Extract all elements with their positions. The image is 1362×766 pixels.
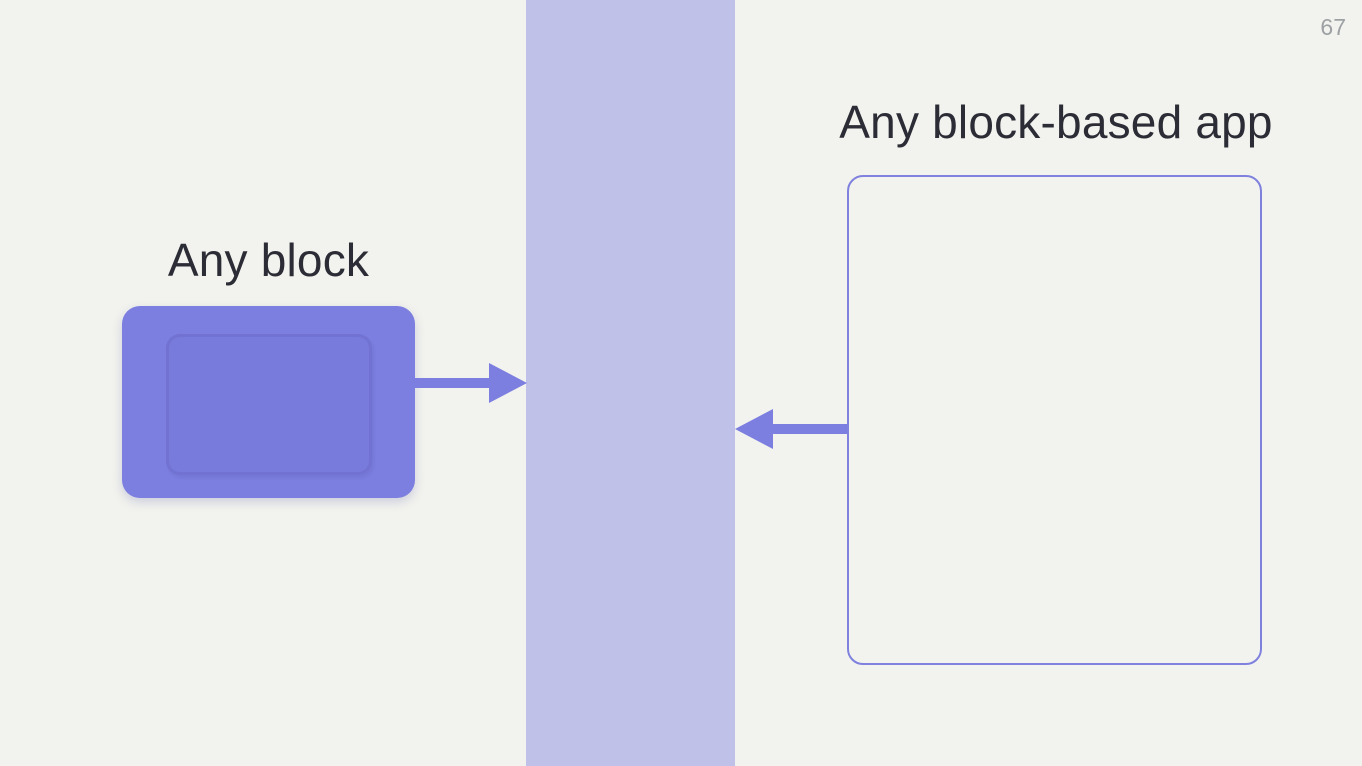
block-shape: [122, 306, 415, 498]
arrow-right-icon: [415, 363, 527, 403]
arrow-left-icon: [735, 409, 847, 449]
left-block-label: Any block: [167, 234, 370, 286]
block-inner-outline: [166, 334, 372, 475]
integration-band: [526, 0, 735, 766]
page-number: 67: [1320, 14, 1346, 40]
app-container-outline: [847, 175, 1262, 665]
right-app-label: Any block-based app: [839, 96, 1273, 148]
